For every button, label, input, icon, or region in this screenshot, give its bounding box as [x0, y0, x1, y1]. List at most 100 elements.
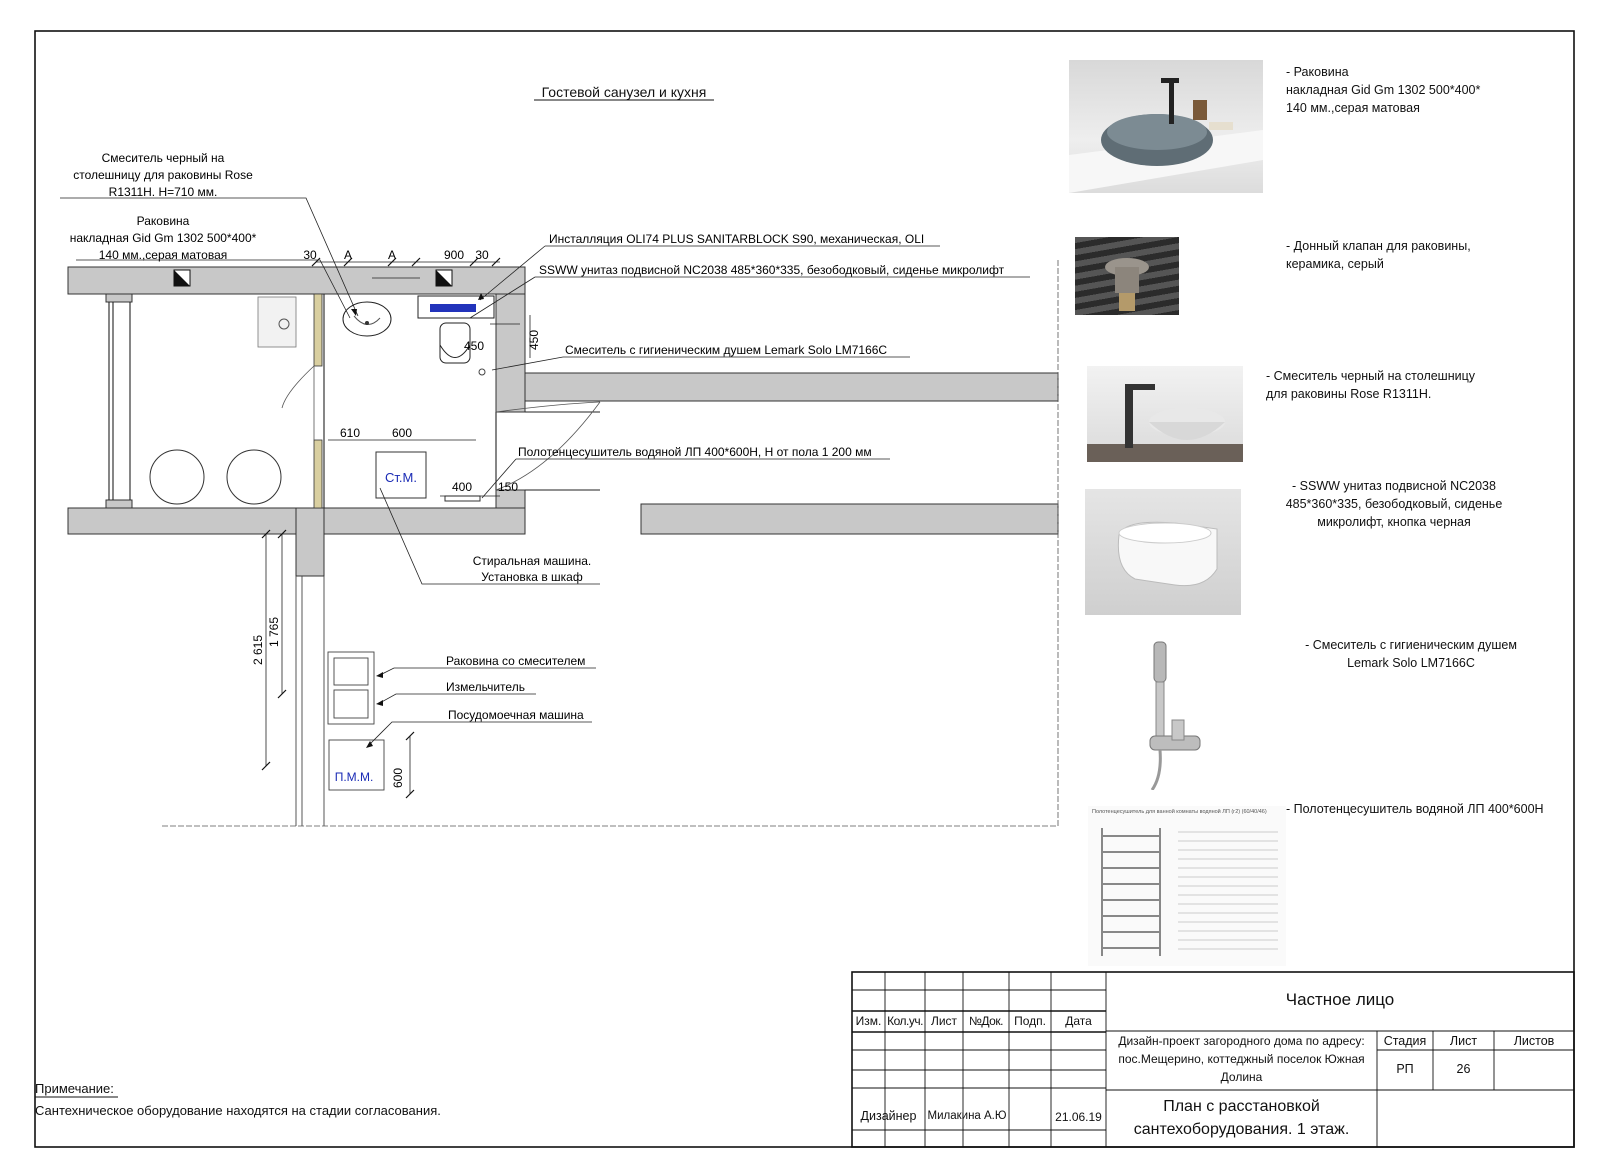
catalog-toilet-text: - SSWW унитаз подвисной NC2038 485*360*3… [1262, 477, 1526, 531]
wall-right-upper [495, 293, 526, 413]
mixer-photo [1087, 366, 1243, 462]
door-swing [281, 365, 315, 409]
callout-sink-1: Раковина [137, 214, 190, 228]
round-2 [226, 449, 282, 505]
towel-photo-caption: Полотенцесушитель для ванной комнаты вод… [1092, 809, 1267, 815]
catalog-sink-line2: накладная Gid Gm 1302 500*400* [1286, 83, 1481, 97]
washer-box-label: Ст.М. [385, 470, 417, 485]
sink-plan [342, 301, 392, 337]
callout-mixer-1: Смеситель черный на [102, 151, 225, 165]
drain-image-icon [1105, 258, 1149, 311]
callout-washer-2: Установка в шкаф [481, 570, 583, 584]
dim-600a: 600 [392, 426, 412, 440]
installation-module [430, 304, 476, 312]
tb-h-izm: Изм. [855, 1014, 882, 1028]
dim-A2: А [388, 248, 396, 262]
catalog-mixer-text: - Смеситель черный на столешницу для рак… [1266, 367, 1546, 403]
catalog-drain-line1: - Донный клапан для раковины, [1286, 239, 1471, 253]
kitchen-sink-plan [327, 651, 375, 725]
wall-corridor-top [524, 372, 1059, 402]
dim-400: 400 [452, 480, 472, 494]
partition-strip-top [313, 293, 323, 367]
catalog-sink-line1: - Раковина [1286, 65, 1349, 79]
callout-toilet: SSWW унитаз подвисной NC2038 485*360*335… [539, 263, 1005, 277]
dishwasher-box-label: П.М.М. [335, 770, 374, 784]
title-block [851, 971, 1575, 1148]
dim-150: 150 [498, 480, 518, 494]
wall-corridor-bottom [640, 503, 1059, 535]
catalog-toilet-line2: 485*360*335, безободковый, сиденье [1285, 497, 1503, 511]
towel-rail-plan [444, 495, 481, 502]
wall-left-pier-bottom [105, 499, 133, 509]
catalog-sink-line3: 140 мм.,серая матовая [1286, 101, 1420, 115]
round-1 [149, 449, 205, 505]
tb-date: 21.06.19 [1055, 1110, 1102, 1124]
washing-machine [375, 451, 427, 499]
dim-600b: 600 [391, 768, 405, 788]
tb-h-list: Лист [930, 1014, 958, 1028]
tb-project-3: Долина [1220, 1070, 1263, 1084]
tb-h-podp: Подп. [1014, 1014, 1046, 1028]
callout-hygienic: Смеситель с гигиеническим душем Lemark S… [565, 343, 887, 357]
catalog-hygienic-text: - Смеситель с гигиеническим душем Lemark… [1286, 636, 1536, 672]
tb-sheet-title-2: сантехоборудования. 1 этаж. [1133, 1121, 1350, 1138]
catalog-hygienic-line1: - Смеситель с гигиеническим душем [1305, 638, 1517, 652]
tb-stage-label: Стадия [1383, 1034, 1427, 1048]
note-text: Сантехническое оборудование находятся на… [35, 1103, 441, 1118]
catalog-mixer-line2: для раковины Rose R1311H. [1266, 387, 1432, 401]
hygienic-image-icon [1149, 641, 1201, 790]
wall-pier-bottom [295, 507, 325, 577]
tb-sheet: 26 [1456, 1062, 1471, 1076]
catalog-toilet-line1: - SSWW унитаз подвисной NC2038 [1292, 479, 1496, 493]
wall-left-pier-top [105, 293, 133, 303]
catalog-drain-line2: керамика, серый [1286, 257, 1384, 271]
dim-610: 610 [340, 426, 360, 440]
sink-image-icon [1069, 78, 1263, 193]
catalog-drain-text: - Донный клапан для раковины, керамика, … [1286, 237, 1546, 273]
callout-grinder: Измельчитель [446, 680, 525, 694]
cabinet-left [257, 296, 297, 348]
towel-photo: Полотенцесушитель для ванной комнаты вод… [1088, 806, 1286, 966]
callout-sink-3: 140 мм.,серая матовая [99, 248, 227, 262]
tb-sheet-label: Лист [1449, 1034, 1478, 1048]
callout-washer-1: Стиральная машина. [473, 554, 592, 568]
dim-A1: А [344, 248, 352, 262]
tb-h-doc: №Док. [969, 1014, 1003, 1028]
dishwasher-box [328, 739, 385, 791]
tb-project-1: Дизайн-проект загородного дома по адресу… [1118, 1034, 1365, 1048]
tb-sheets-label: Листов [1513, 1034, 1555, 1048]
hygienic-photo [1132, 636, 1212, 790]
dim-30b: 30 [475, 248, 489, 262]
toilet-plan [439, 322, 471, 364]
tb-designer-role: Дизайнер [860, 1109, 917, 1123]
dim-2615: 2 615 [251, 635, 265, 665]
catalog-hygienic-line2: Lemark Solo LM7166C [1347, 656, 1475, 670]
callout-mixer-2: столешницу для раковины Rose [73, 168, 253, 182]
wall-top [67, 266, 526, 295]
tb-designer-name: Милакина А.Ю [927, 1110, 1007, 1122]
partition-strip-bottom [313, 439, 323, 509]
tb-sheet-title-1: План с расстановкой [1163, 1098, 1320, 1115]
catalog-sink-text: - Раковина накладная Gid Gm 1302 500*400… [1286, 63, 1546, 117]
sink-photo [1069, 60, 1263, 193]
tb-stage: РП [1396, 1062, 1414, 1076]
catalog-toilet-line3: микролифт, кнопка черная [1317, 515, 1471, 529]
callout-mixer-3: R1311H. H=710 мм. [109, 185, 218, 199]
note-heading: Примечание: [35, 1081, 114, 1096]
callout-dishwasher: Посудомоечная машина [448, 708, 584, 722]
mixer-image-icon [1087, 384, 1243, 462]
tb-project-2: пос.Мещерино, коттеджный поселок Южная [1118, 1052, 1365, 1066]
catalog-towel-line1: - Полотенцесушитель водяной ЛП 400*600Н [1286, 802, 1544, 816]
dim-30a: 30 [303, 248, 317, 262]
dim-450a: 450 [464, 339, 484, 353]
catalog-mixer-line1: - Смеситель черный на столешницу [1266, 369, 1476, 383]
tb-client: Частное лицо [1285, 990, 1395, 1009]
callout-towel: Полотенцесушитель водяной ЛП 400*600Н, Н… [518, 445, 872, 459]
toilet-photo [1085, 489, 1241, 615]
callout-kitchen-sink: Раковина со смесителем [446, 654, 585, 668]
dim-450b: 450 [527, 330, 541, 350]
tb-h-data: Дата [1065, 1014, 1092, 1028]
plan-title: Гостевой санузел и кухня [542, 84, 707, 100]
walls [67, 266, 1059, 577]
